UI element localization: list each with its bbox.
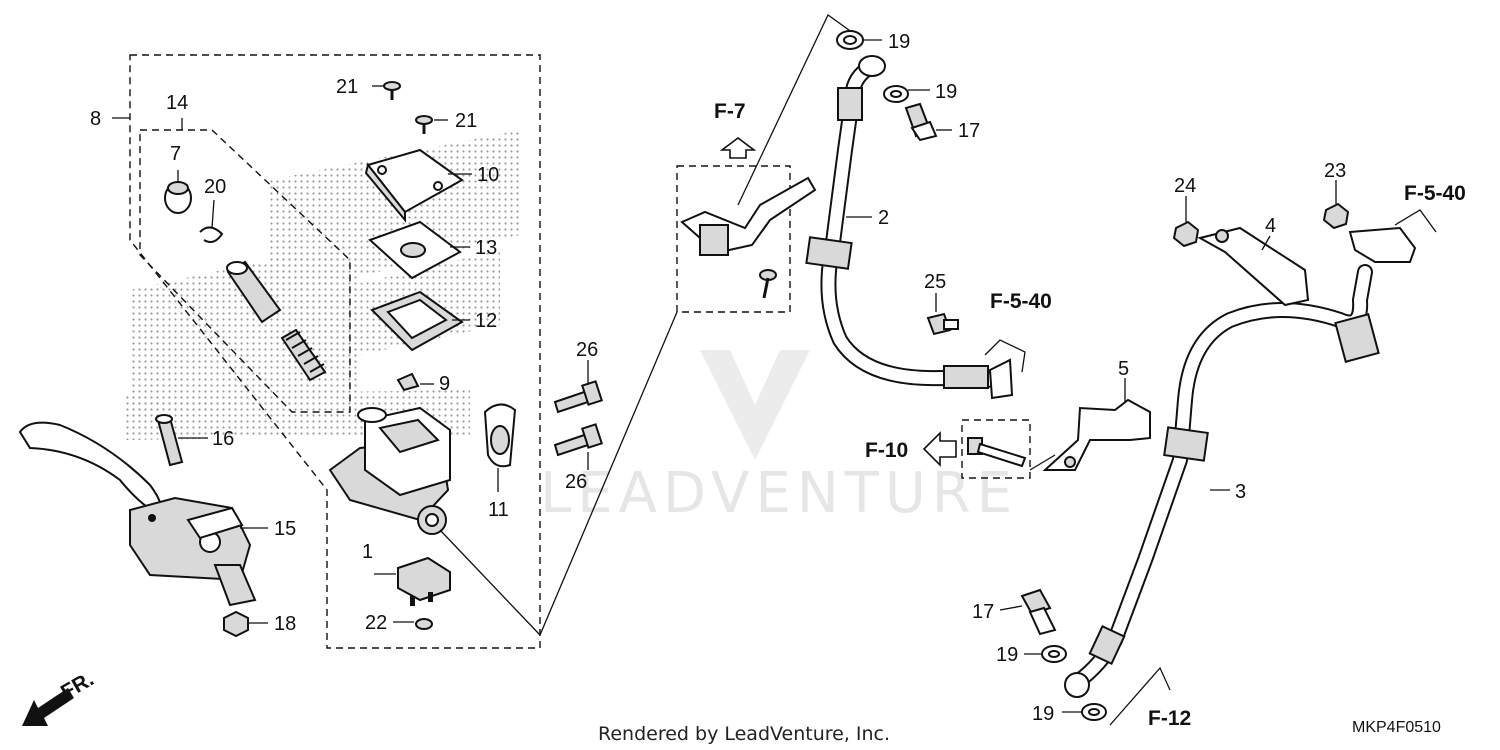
adjuster-plate: [186, 506, 244, 540]
bolt-25: [926, 312, 959, 336]
master-cylinder-body: [328, 406, 451, 535]
holder-bolt-upper: [553, 380, 604, 414]
callout-26-lower: 26: [565, 471, 587, 493]
callout-17-lower: 17: [972, 601, 994, 623]
screw-22: [415, 618, 433, 630]
callout-14: 14: [166, 92, 188, 114]
f7-screw: [759, 269, 777, 299]
lower-brake-hose: [1064, 264, 1380, 698]
callout-5: 5: [1118, 358, 1129, 380]
callout-17-top: 17: [958, 120, 980, 142]
washer-19-lower: [1041, 645, 1067, 663]
washer-19-top: [836, 30, 864, 50]
callout-12: 12: [475, 310, 497, 332]
callout-26-upper: 26: [576, 339, 598, 361]
diaphragm: [370, 290, 464, 352]
piston: [226, 260, 282, 324]
banjo-fitting: [858, 55, 886, 77]
callouts: 1 2 3 4 5 7 8 9 10 11 12 13 14 15 16 17 …: [90, 31, 1346, 725]
ref-f5-40-right: F-5-40: [1404, 182, 1466, 205]
callout-13: 13: [475, 237, 497, 259]
f10-left-arrow: [922, 431, 957, 467]
holder-bolt-lower: [553, 423, 604, 457]
pivot-bolt: [155, 414, 184, 467]
banjo-bolt-17-top: [904, 102, 938, 142]
callout-11: 11: [488, 499, 509, 521]
callout-19-lower: 19: [996, 644, 1018, 666]
callout-25: 25: [924, 271, 946, 293]
master-cylinder-group-outline: [129, 54, 541, 649]
piston-kit-outline: [139, 129, 351, 413]
hose-clip-9: [396, 372, 420, 392]
f7-up-arrow: [719, 137, 757, 159]
ref-f10: F-10: [865, 439, 908, 462]
piston-spring: [280, 328, 327, 382]
callout-4: 4: [1265, 215, 1276, 237]
hose-guide-bracket: [680, 176, 817, 256]
callout-16: 16: [212, 428, 234, 450]
callout-19-top: 19: [888, 31, 910, 53]
dust-boot: [164, 181, 192, 214]
callout-3: 3: [1235, 481, 1246, 503]
f7-inset-outline: [676, 165, 791, 313]
hose-clamp-5: [1042, 398, 1151, 471]
ref-f5-40-center: F-5-40: [990, 290, 1052, 313]
callout-23: 23: [1324, 160, 1346, 182]
f10-bolt: [967, 437, 1027, 468]
leadventure-watermark: LEADVENTURE: [540, 350, 1018, 526]
callout-8: 8: [90, 108, 101, 130]
callout-21-top: 21: [336, 76, 358, 98]
brake-light-switch: [397, 556, 451, 606]
circlip: [199, 226, 224, 243]
callout-20: 20: [204, 176, 226, 198]
screw-21-top: [383, 81, 401, 100]
shading-area: [125, 130, 520, 440]
callout-9: 9: [439, 373, 450, 395]
reservoir-cap: [364, 148, 464, 223]
fr-direction-arrow: [22, 688, 74, 726]
leader-lines: [177, 39, 1337, 713]
callout-22: 22: [365, 612, 387, 634]
watermark-text: LEADVENTURE: [540, 461, 1018, 526]
diaphragm-plate: [368, 220, 462, 280]
bracket-4: [1197, 226, 1310, 307]
master-cylinder-holder: [483, 403, 517, 468]
ref-f12: F-12: [1148, 707, 1191, 730]
brake-lever: [18, 421, 257, 607]
footer-caption: Rendered by LeadVenture, Inc.: [598, 723, 890, 745]
callout-21-lower: 21: [455, 110, 477, 132]
banjo-bolt-17-lower: [1020, 588, 1057, 636]
washer-19-bottom: [1081, 703, 1107, 721]
bolt-24: [1172, 220, 1200, 248]
callout-2: 2: [878, 207, 889, 229]
bracket-f540-right: [1348, 226, 1417, 263]
callout-19-bottom: 19: [1032, 703, 1054, 725]
screw-21-lower: [415, 115, 433, 134]
upper-brake-hose: [805, 62, 1014, 400]
callout-24: 24: [1174, 175, 1196, 197]
callout-18: 18: [274, 613, 296, 635]
f10-inset-outline: [961, 419, 1031, 479]
callout-15: 15: [274, 518, 296, 540]
ref-f7: F-7: [714, 100, 746, 123]
section-references: F-7 F-5-40 F-5-40 F-10 F-12: [714, 100, 1466, 730]
callout-1: 1: [362, 541, 373, 563]
bolt-23: [1322, 202, 1350, 230]
callout-10: 10: [477, 164, 499, 186]
washer-19-mid: [883, 85, 909, 103]
pivot-nut: [223, 610, 249, 638]
diagram-code: MKP4F0510: [1352, 719, 1441, 736]
callout-19-mid: 19: [935, 81, 957, 103]
callout-7: 7: [170, 143, 181, 165]
